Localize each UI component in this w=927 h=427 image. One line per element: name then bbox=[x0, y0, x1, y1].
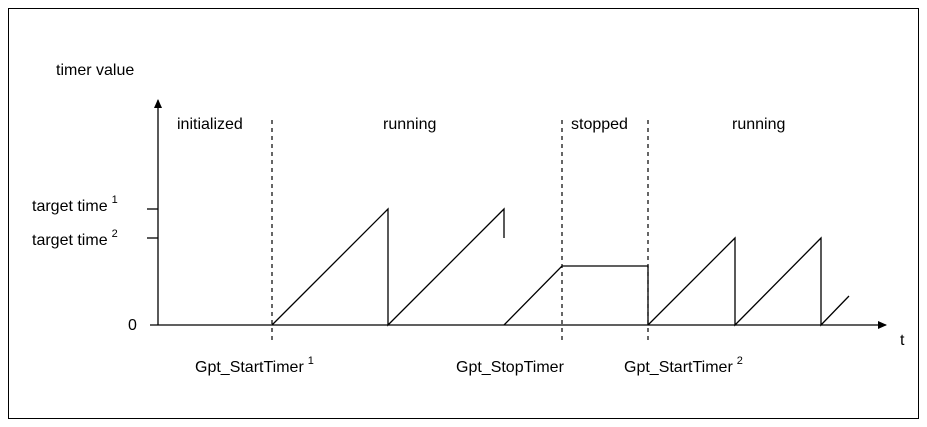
phase-initialized-label: initialized bbox=[177, 116, 243, 133]
phase-stopped-label: stopped bbox=[571, 116, 628, 133]
event-stop-timer-label: Gpt_StopTimer bbox=[456, 359, 565, 376]
diagram-frame bbox=[8, 8, 919, 419]
waveform-running-1 bbox=[271, 207, 505, 327]
waveform-running-2 bbox=[647, 236, 850, 327]
x-axis-label: t bbox=[900, 332, 905, 349]
phase-running-2-label: running bbox=[732, 116, 785, 133]
y-axis-label: timer value bbox=[56, 62, 134, 79]
phase-running-1-label: running bbox=[383, 116, 436, 133]
waveform-stopped bbox=[503, 265, 649, 326]
zero-label: 0 bbox=[128, 317, 137, 334]
